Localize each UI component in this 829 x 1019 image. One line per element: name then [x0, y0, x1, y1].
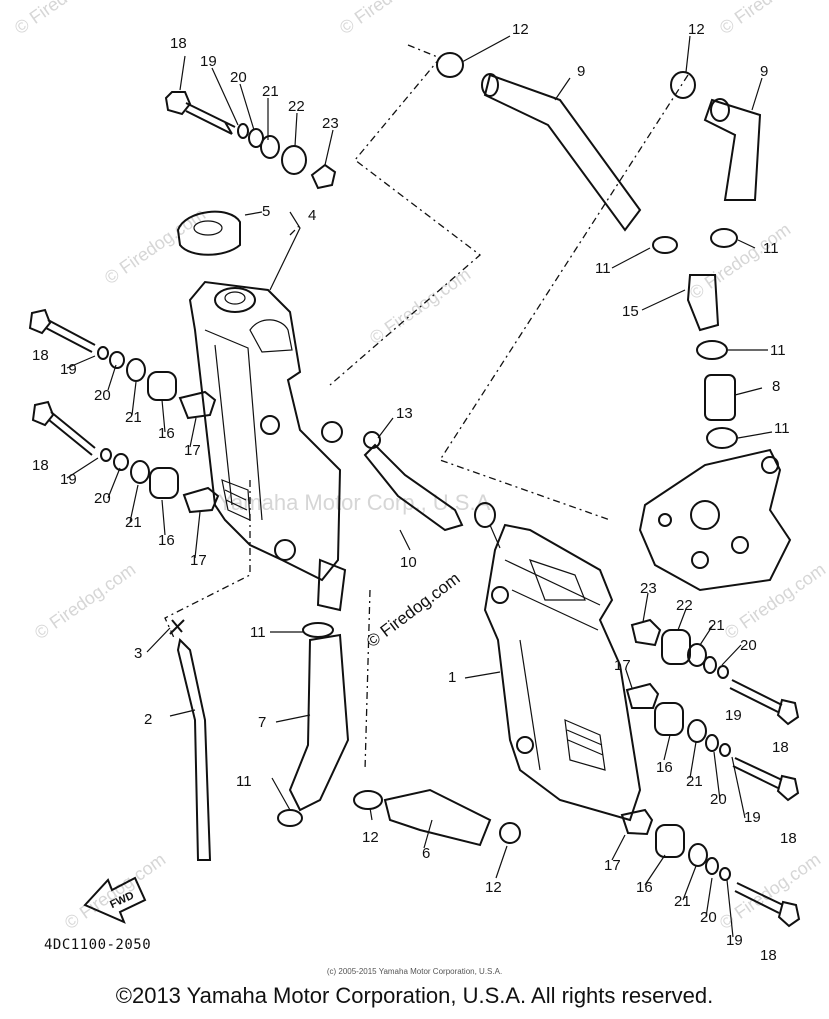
hose-10 — [363, 443, 464, 532]
callout-12: 12 — [512, 21, 529, 38]
callout-21: 21 — [125, 514, 142, 531]
callout-11: 11 — [250, 624, 266, 641]
hose-9-left — [483, 73, 642, 232]
callout-20: 20 — [230, 69, 247, 86]
callout-20: 20 — [740, 637, 757, 654]
callout-16: 16 — [656, 759, 673, 776]
callout-19: 19 — [60, 361, 77, 378]
callout-21: 21 — [708, 617, 725, 634]
callout-4: 4 — [308, 207, 316, 224]
watermark: © Firedog.com — [716, 849, 824, 933]
callout-18: 18 — [32, 347, 49, 364]
watermark: © Firedog.com — [716, 0, 824, 38]
right-radiator — [483, 523, 642, 822]
watermark: © Firedog.com — [686, 219, 794, 303]
callout-19: 19 — [725, 707, 742, 724]
joint-15 — [686, 274, 720, 332]
callout-22: 22 — [288, 98, 305, 115]
callout-2: 2 — [144, 711, 152, 728]
callout-11: 11 — [774, 420, 790, 437]
callout-1: 1 — [448, 669, 456, 686]
callout-11: 11 — [595, 260, 611, 277]
callout-10: 10 — [400, 554, 417, 571]
assembly-lines — [164, 44, 689, 771]
watermark-layer: © Firedog.com © Firedog.com © Firedog.co… — [11, 0, 829, 933]
callout-6: 6 — [422, 845, 430, 862]
callout-12: 12 — [485, 879, 502, 896]
callout-11: 11 — [770, 342, 786, 359]
callout-9: 9 — [577, 63, 585, 80]
center-firedog-watermark: © Firedog.com — [363, 569, 464, 651]
diagram-code: 4DC1100-2050 — [44, 937, 152, 953]
callout-21: 21 — [686, 773, 703, 790]
watermark: © Firedog.com — [336, 0, 444, 38]
callout-5: 5 — [262, 203, 270, 220]
callout-23: 23 — [640, 580, 657, 597]
callout-21: 21 — [125, 409, 142, 426]
callout-19: 19 — [744, 809, 761, 826]
callout-21: 21 — [674, 893, 691, 910]
small-copyright: (c) 2005-2015 Yamaha Motor Corporation, … — [326, 967, 503, 976]
hose-6 — [383, 788, 492, 847]
callout-17: 17 — [614, 657, 631, 674]
copyright-notice: ©2013 Yamaha Motor Corporation, U.S.A. A… — [115, 983, 714, 1008]
callout-13: 13 — [396, 405, 413, 422]
watermark: © Firedog.com — [31, 559, 139, 643]
callout-16: 16 — [636, 879, 653, 896]
callout-3: 3 — [134, 645, 142, 662]
callout-20: 20 — [700, 909, 717, 926]
callout-19: 19 — [60, 471, 77, 488]
left-radiator — [188, 280, 343, 582]
callout-18: 18 — [170, 35, 187, 52]
callout-11: 11 — [763, 240, 779, 257]
callout-23: 23 — [322, 115, 339, 132]
hose-clamps — [169, 52, 738, 844]
callout-9: 9 — [760, 63, 768, 80]
callout-17: 17 — [184, 442, 201, 459]
callout-17: 17 — [190, 552, 207, 569]
callout-20: 20 — [710, 791, 727, 808]
callouts: 18 19 20 21 22 23 5 4 12 12 9 9 11 11 15… — [32, 21, 797, 964]
hose-8 — [704, 374, 736, 421]
callout-19: 19 — [726, 932, 743, 949]
callout-8: 8 — [772, 378, 780, 395]
cylinder-head — [638, 448, 792, 592]
breather-hose-2 — [176, 637, 212, 861]
center-watermark: Yamaha Motor Corp., U.S.A. — [218, 490, 496, 515]
watermark: © Firedog.com — [11, 0, 119, 38]
callout-12: 12 — [688, 21, 705, 38]
callout-11: 11 — [236, 773, 252, 790]
right-fasteners — [620, 618, 801, 928]
callout-18: 18 — [772, 739, 789, 756]
callout-20: 20 — [94, 387, 111, 404]
callout-20: 20 — [94, 490, 111, 507]
radiator-caps — [176, 210, 241, 256]
callout-18: 18 — [780, 830, 797, 847]
callout-16: 16 — [158, 532, 175, 549]
callout-15: 15 — [622, 303, 639, 320]
callout-21: 21 — [262, 83, 279, 100]
hoses — [176, 73, 762, 861]
radiator-cap-5 — [176, 210, 241, 256]
left-fasteners — [28, 91, 337, 514]
callout-22: 22 — [676, 597, 693, 614]
callout-7: 7 — [258, 714, 266, 731]
callout-19: 19 — [200, 53, 217, 70]
leader-lines — [66, 35, 773, 938]
watermark: © Firedog.com — [61, 849, 169, 933]
hose-7 — [288, 633, 350, 812]
callout-16: 16 — [158, 425, 175, 442]
callout-18: 18 — [32, 457, 49, 474]
callout-12: 12 — [362, 829, 379, 846]
hose-9-right — [703, 98, 762, 201]
callout-17: 17 — [604, 857, 621, 874]
callout-18: 18 — [760, 947, 777, 964]
